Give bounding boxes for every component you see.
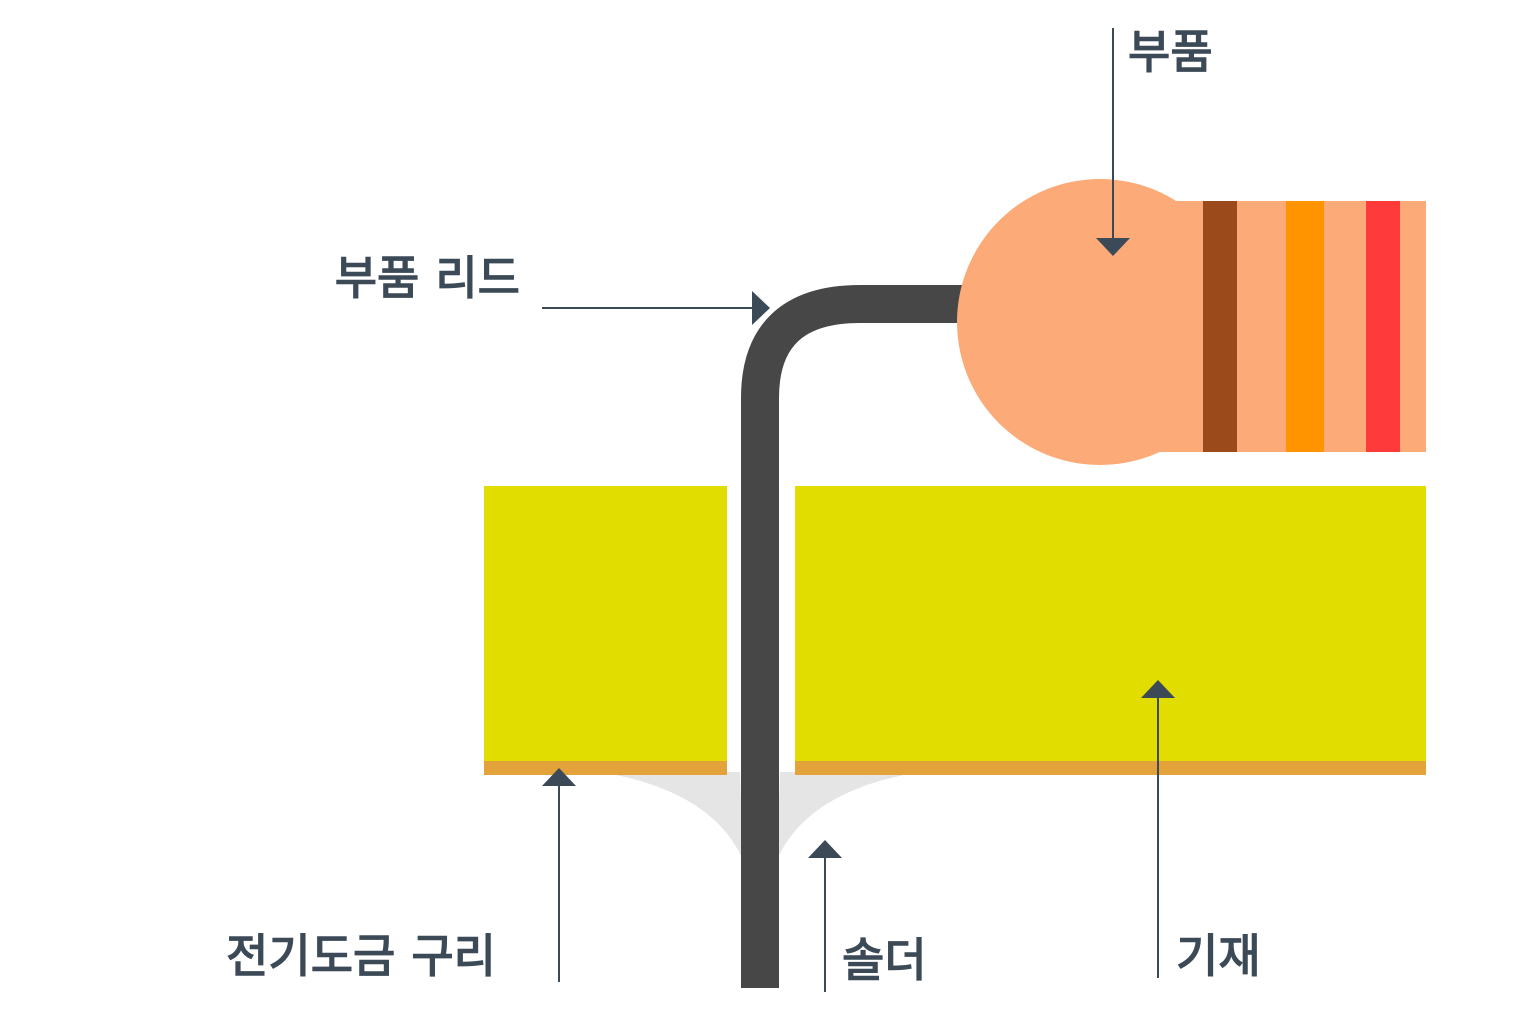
color-band-orange <box>1286 201 1324 452</box>
component-lead-wire <box>741 285 962 988</box>
color-band-red <box>1366 201 1400 452</box>
pointer-arrow-component-lead <box>752 291 770 325</box>
label-component: 부품 <box>1128 25 1213 79</box>
pointer-arrow-plated-copper <box>542 768 576 786</box>
substrate-right <box>795 486 1426 764</box>
label-component-lead: 부품 리드 <box>335 251 520 305</box>
pointer-arrow-component <box>1096 238 1130 256</box>
component-body <box>957 179 1426 465</box>
solder-fillet-left <box>600 760 752 890</box>
label-plated-copper: 전기도금 구리 <box>226 929 496 983</box>
copper-plating-left <box>484 761 727 775</box>
color-band-brown <box>1203 201 1237 452</box>
component-body-cap <box>957 179 1243 465</box>
label-solder: 솔더 <box>842 933 927 987</box>
copper-plating-right <box>795 761 1426 775</box>
solder-fillet-right <box>768 760 920 890</box>
label-substrate: 기재 <box>1176 929 1261 983</box>
substrate-left <box>484 486 727 764</box>
pointer-arrow-solder <box>808 840 842 858</box>
pointer-arrow-substrate <box>1141 680 1175 698</box>
